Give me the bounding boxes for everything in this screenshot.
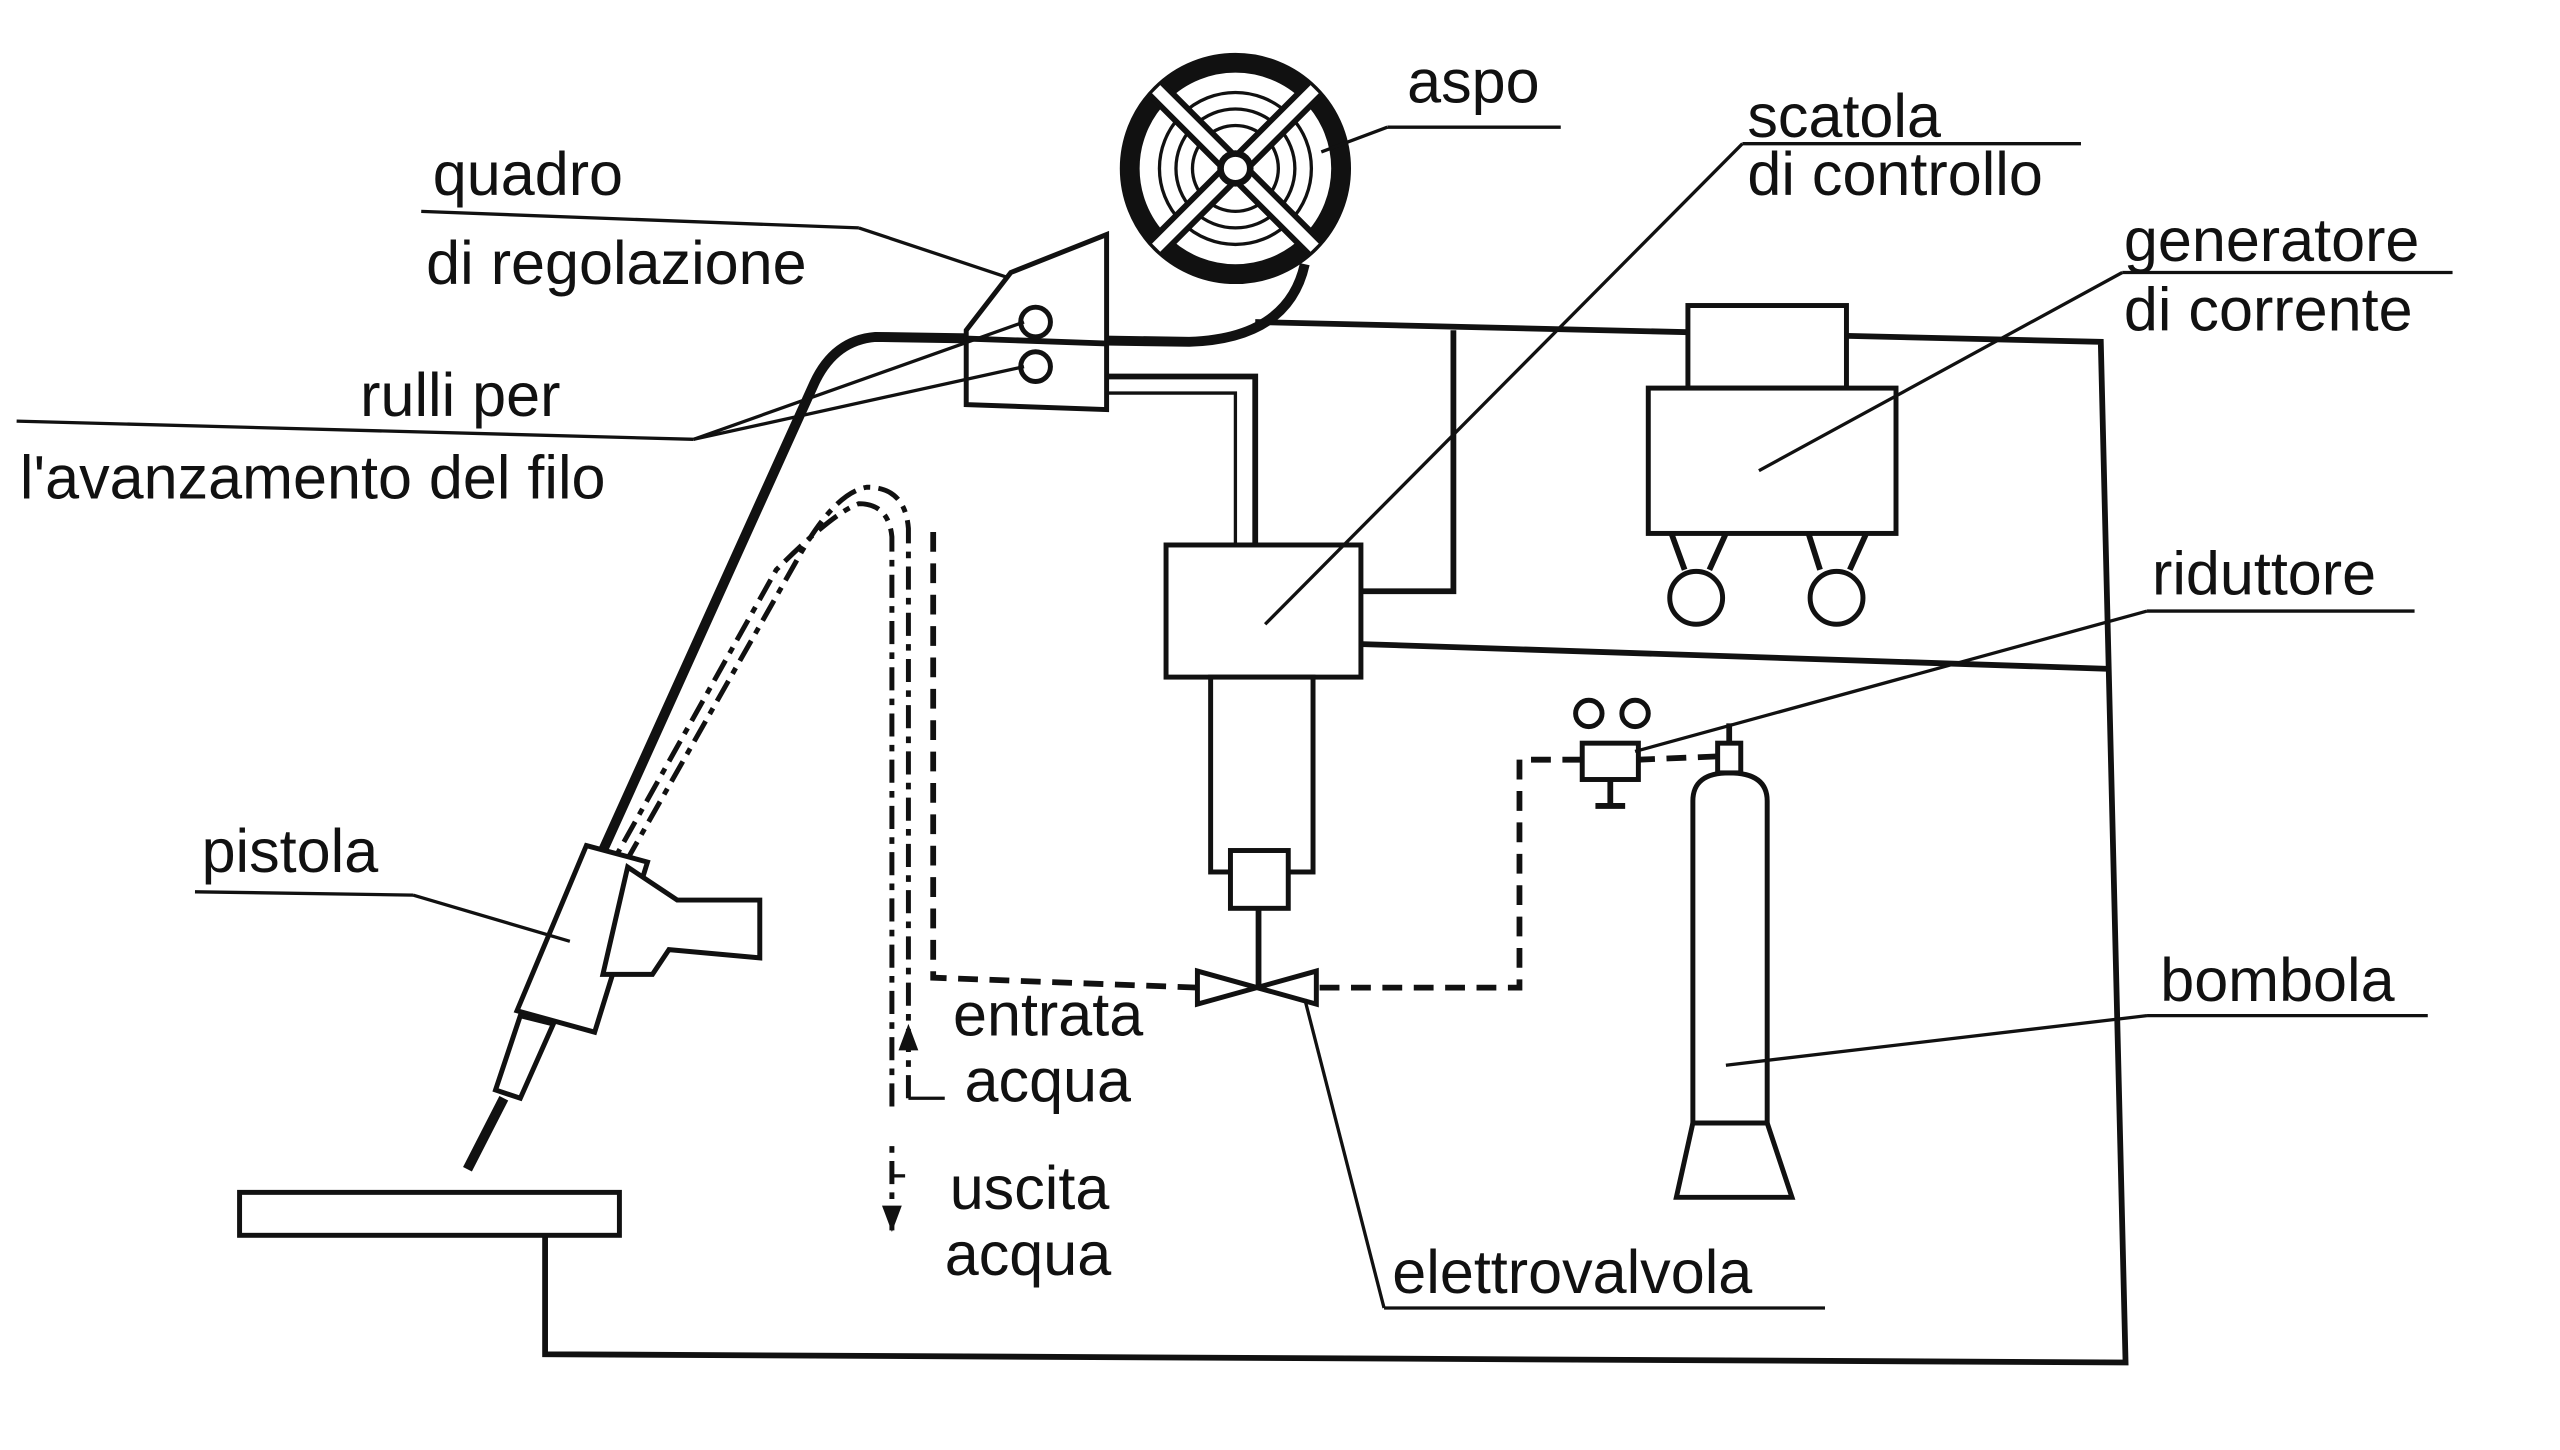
quadro-cable — [1106, 373, 1259, 545]
welding-gun — [463, 842, 763, 1172]
label-scatola-1: scatola — [1747, 82, 1941, 150]
generator-wheel — [1807, 568, 1866, 627]
label-generatore-2: di corrente — [2124, 275, 2413, 343]
gauge — [1573, 697, 1605, 730]
welding-wire — [598, 263, 1310, 853]
solenoid-valve — [1194, 967, 1319, 1008]
generator-wheel — [1667, 568, 1726, 627]
label-riduttore: riduttore — [2152, 540, 2376, 608]
gauge — [1619, 697, 1651, 730]
label-rulli-2: l'avanzamento del filo — [20, 444, 606, 512]
feed-roller — [1018, 349, 1053, 384]
control-box — [1163, 542, 1364, 680]
label-elettrovalvola: elettrovalvola — [1392, 1238, 1752, 1306]
wire-reel — [1119, 52, 1352, 285]
control-box-lower — [1208, 674, 1316, 875]
control-line — [1362, 330, 1457, 595]
label-quadro-2: di regolazione — [426, 229, 806, 297]
feed-roller — [1018, 304, 1053, 340]
arrow-up — [898, 1023, 919, 1051]
quadro-cable-2 — [1106, 391, 1238, 545]
solenoid — [1227, 848, 1291, 911]
pressure-reducer — [1579, 740, 1641, 782]
gas-line — [930, 528, 1198, 991]
gas-line — [1638, 753, 1718, 763]
water-hose — [625, 484, 911, 1099]
label-generatore-1: generatore — [2124, 206, 2420, 274]
gas-cylinder — [1690, 770, 1770, 1126]
workpiece — [237, 1189, 622, 1238]
ground-line — [1362, 641, 2110, 672]
water-hose — [612, 501, 895, 1231]
gas-line — [1316, 756, 1583, 991]
label-aspo: aspo — [1407, 47, 1539, 115]
label-bombola: bombola — [2160, 946, 2394, 1014]
label-pistola: pistola — [202, 817, 379, 885]
label-entrata-2: acqua — [965, 1047, 1131, 1115]
label-entrata-1: entrata — [953, 980, 1143, 1048]
power-generator — [1645, 385, 1899, 536]
label-scatola-2: di controllo — [1747, 140, 2042, 208]
label-quadro-1: quadro — [433, 140, 623, 208]
generator-top — [1685, 303, 1849, 391]
arrow-down — [881, 1205, 902, 1233]
label-uscita-2: acqua — [945, 1220, 1111, 1288]
label-rulli-1: rulli per — [360, 361, 560, 429]
label-uscita-1: uscita — [950, 1154, 1110, 1222]
